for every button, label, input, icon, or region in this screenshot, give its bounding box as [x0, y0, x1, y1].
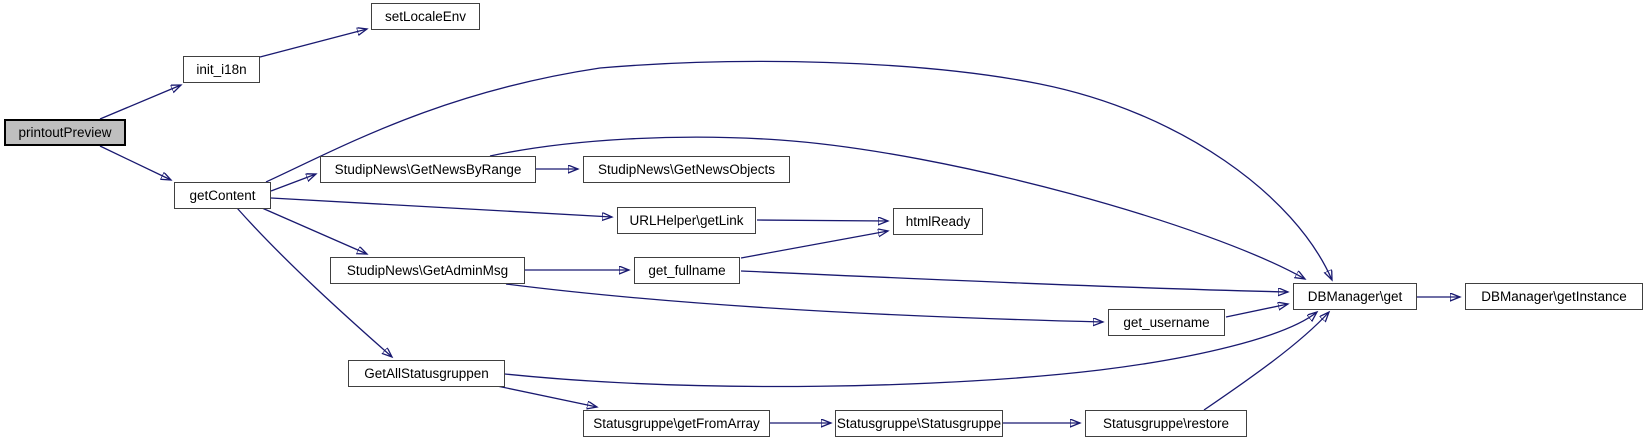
edge-init_i18n-to-setLocaleEnv: [259, 29, 367, 58]
node-GetAllStatusgruppen[interactable]: GetAllStatusgruppen: [348, 360, 505, 387]
edge-getLink-to-htmlReady: [756, 220, 888, 221]
edge-GetAllStatusgruppen-to-DBManager_get: [504, 312, 1317, 388]
edge-printoutPreview-to-init_i18n: [99, 85, 181, 120]
node-StudipNews-GetNewsByRange[interactable]: StudipNews\GetNewsByRange: [320, 156, 536, 183]
node-setLocaleEnv[interactable]: setLocaleEnv: [371, 3, 480, 30]
node-DBManager-get[interactable]: DBManager\get: [1293, 283, 1417, 310]
edge-get_fullname-to-htmlReady: [740, 231, 888, 259]
node-DBManager-getInstance[interactable]: DBManager\getInstance: [1465, 283, 1643, 310]
node-Statusgruppe-Statusgruppe[interactable]: Statusgruppe\Statusgruppe: [835, 410, 1003, 437]
node-StudipNews-GetNewsObjects[interactable]: StudipNews\GetNewsObjects: [583, 156, 790, 183]
node-URLHelper-getLink[interactable]: URLHelper\getLink: [617, 207, 756, 234]
edge-GetAllStatusgruppen-to-getFromArray: [496, 385, 597, 407]
node-get_username[interactable]: get_username: [1108, 309, 1225, 336]
node-Statusgruppe-restore[interactable]: Statusgruppe\restore: [1085, 410, 1247, 437]
edge-getContent-to-GetAdminMsg: [261, 207, 367, 254]
edge-getContent-to-DBManager_get: [265, 60, 1332, 280]
edge-get_fullname-to-DBManager_get: [740, 270, 1288, 292]
edge-GetAdminMsg-to-get_username: [505, 283, 1103, 322]
node-get_fullname[interactable]: get_fullname: [634, 257, 740, 284]
edge-getContent-to-getLink: [270, 197, 612, 217]
node-Statusgruppe-getFromArray[interactable]: Statusgruppe\getFromArray: [583, 410, 770, 437]
node-StudipNews-GetAdminMsg[interactable]: StudipNews\GetAdminMsg: [330, 257, 525, 284]
edge-get_username-to-DBManager_get: [1225, 304, 1288, 318]
node-init_i18n[interactable]: init_i18n: [183, 56, 260, 83]
edge-printoutPreview-to-getContent: [99, 145, 171, 180]
edge-getContent-to-GetNewsByRange: [270, 174, 316, 192]
edge-getContent-to-GetAllStatusgruppen: [236, 207, 392, 357]
edge-restore-to-DBManager_get: [1203, 312, 1329, 411]
node-htmlReady[interactable]: htmlReady: [893, 208, 983, 235]
node-printoutPreview: printoutPreview: [4, 119, 126, 146]
edge-GetNewsByRange-to-DBManager_get: [489, 136, 1305, 279]
node-getContent[interactable]: getContent: [174, 182, 271, 209]
